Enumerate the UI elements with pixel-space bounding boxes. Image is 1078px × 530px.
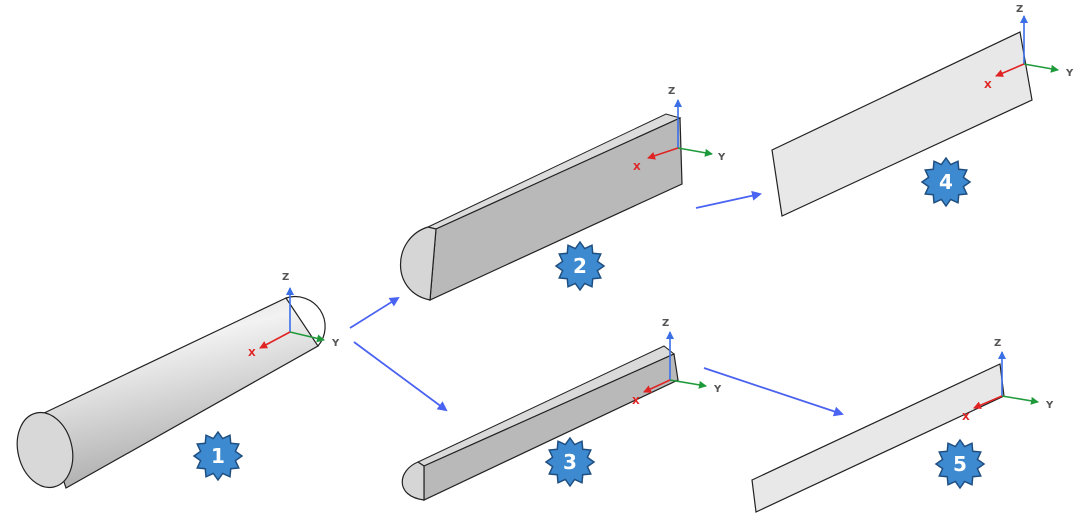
step-badge-4: 4 (920, 156, 972, 208)
step-5-narrow-sheet (751, 363, 1005, 513)
x-axis-icon (973, 395, 1003, 409)
z-axis-label: Z (668, 86, 675, 97)
y-axis-icon (669, 379, 707, 389)
x-axis-label: X (248, 348, 256, 359)
flow-arrows (349, 190, 844, 417)
step-3-quarter-cylinder (401, 345, 679, 501)
x-axis-label: X (632, 396, 640, 407)
quarter-cylinder-flat-face (423, 353, 679, 501)
badge-number: 3 (563, 450, 577, 474)
badge-starburst-icon (554, 240, 606, 292)
x-axis-icon (643, 379, 671, 393)
x-axis-label: X (984, 80, 992, 91)
z-axis-label: Z (994, 338, 1001, 349)
y-axis-icon (677, 147, 713, 157)
flow-arrow-3-to-5 (703, 367, 844, 417)
z-axis-label: Z (662, 318, 669, 329)
badge-number: 4 (939, 170, 953, 194)
badge-number: 1 (211, 444, 225, 468)
flow-arrow-1-to-3 (353, 341, 448, 412)
y-axis-label: Y (1045, 400, 1054, 411)
x-axis-label: X (633, 162, 641, 173)
z-axis-label: Z (1016, 4, 1023, 15)
step-badge-2: 2 (554, 240, 606, 292)
quarter-cylinder-end-cap (401, 461, 425, 501)
badge-number: 2 (573, 254, 587, 278)
flow-arrow-1-to-2 (349, 296, 400, 329)
flow-arrow-2-to-4 (695, 190, 762, 209)
axis-triad-2: Z Y X (633, 86, 726, 173)
cylinder-body (41, 297, 319, 489)
cylinder-end-cap (16, 411, 74, 489)
axis-triad-1: Z Y X (248, 272, 340, 359)
y-axis-icon (1023, 63, 1059, 73)
half-cylinder-end-cap (399, 226, 437, 301)
y-axis-icon (289, 331, 325, 343)
step-badge-5: 5 (934, 438, 986, 490)
y-axis-label: Y (713, 384, 722, 395)
step-badge-3: 3 (544, 436, 596, 488)
axis-triad-5: Z Y X (962, 338, 1054, 423)
badge-starburst-icon (544, 436, 596, 488)
badge-starburst-icon (192, 430, 244, 482)
step-4-rectangular-sheet (771, 31, 1033, 217)
y-axis-label: Y (1065, 68, 1074, 79)
step-2-half-cylinder (399, 113, 683, 301)
badge-starburst-icon (934, 438, 986, 490)
y-axis-label: Y (717, 152, 726, 163)
step-badge-1: 1 (192, 430, 244, 482)
x-axis-icon (647, 147, 679, 160)
x-axis-icon (995, 63, 1025, 77)
step-1-full-cylinder (16, 295, 326, 489)
y-axis-label: Y (331, 338, 340, 349)
sheet-face (751, 363, 1005, 513)
badge-number: 5 (953, 452, 967, 476)
x-axis-label: X (962, 412, 970, 423)
z-axis-label: Z (282, 272, 289, 283)
y-axis-icon (1001, 395, 1039, 405)
x-axis-icon (259, 331, 291, 349)
axis-triad-3: Z Y X (632, 318, 722, 407)
sheet-face (771, 31, 1033, 217)
badge-starburst-icon (920, 156, 972, 208)
axis-triad-4: Z Y X (984, 4, 1074, 91)
